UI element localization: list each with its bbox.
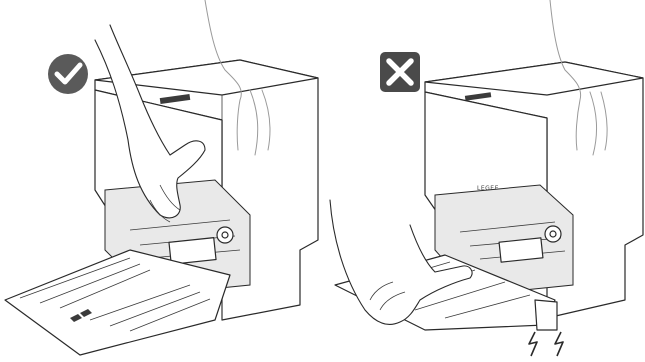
warning-sparks — [529, 332, 563, 356]
correct-method-illustration — [0, 0, 325, 362]
cross-badge-icon — [380, 52, 420, 92]
correct-method-panel — [0, 0, 325, 362]
incorrect-method-panel: LEGEE — [325, 0, 645, 362]
checkmark-badge-icon — [48, 54, 88, 94]
incorrect-method-illustration: LEGEE — [325, 0, 645, 362]
